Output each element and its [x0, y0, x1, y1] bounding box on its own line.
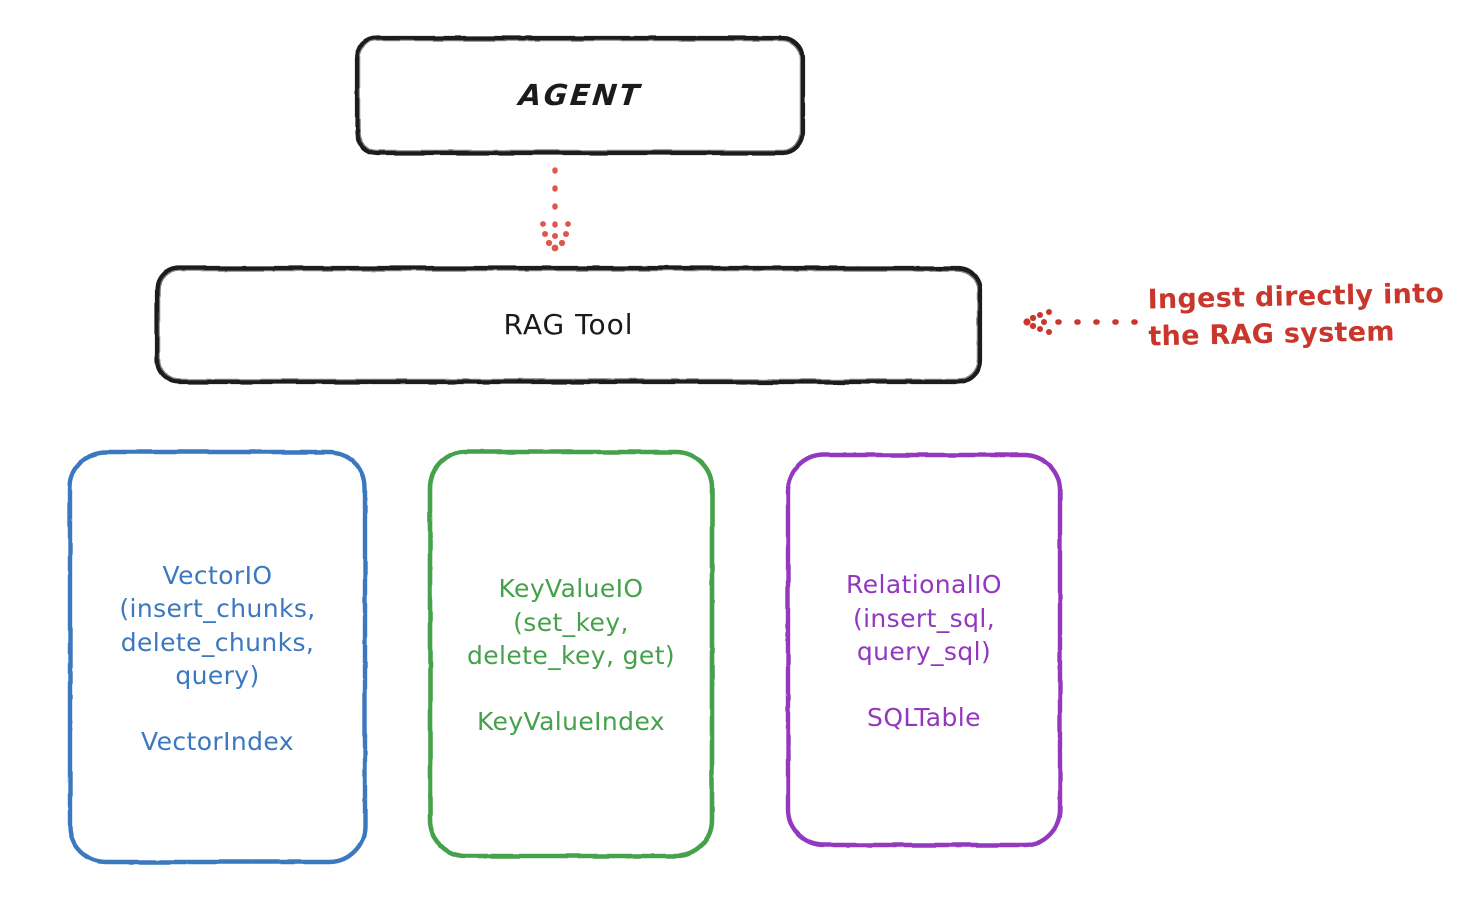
node-relational-io[interactable]: RelationalIO (insert_sql, query_sql) SQL… [788, 455, 1060, 845]
node-vector-io-label: VectorIO (insert_chunks, delete_chunks, … [119, 560, 316, 691]
node-key-value-io[interactable]: KeyValueIO (set_key, delete_key, get) Ke… [430, 452, 712, 856]
node-key-value-io-sublabel: KeyValueIndex [476, 706, 665, 736]
node-rag-tool[interactable]: RAG Tool [157, 268, 980, 382]
node-vector-io-sublabel: VectorIndex [141, 726, 294, 756]
annotation-ingest: Ingest directly into the RAG system [1147, 278, 1445, 353]
node-relational-io-sublabel: SQLTable [867, 702, 981, 732]
node-rag-tool-label: RAG Tool [503, 307, 634, 341]
arrowhead-left-icon [1023, 309, 1052, 335]
agent-box-outline [354, 35, 806, 156]
edge-agent-to-rag-tool [540, 167, 571, 252]
node-relational-io-label: RelationalIO (insert_sql, query_sql) [846, 570, 1002, 667]
vectorio-box-outline [67, 449, 368, 865]
node-vector-io[interactable]: VectorIO (insert_chunks, delete_chunks, … [70, 452, 365, 862]
relationalio-box-outline [785, 452, 1063, 848]
node-agent-label: AGENT [516, 78, 644, 113]
node-agent[interactable]: AGENT [357, 38, 803, 153]
rag-tool-box-outline [154, 265, 983, 385]
arrowhead-down-icon [540, 221, 571, 252]
node-key-value-io-label: KeyValueIO (set_key, delete_key, get) [466, 574, 676, 671]
keyvalueio-box-outline [427, 449, 715, 859]
edge-ingest-to-rag-tool [1023, 309, 1138, 335]
